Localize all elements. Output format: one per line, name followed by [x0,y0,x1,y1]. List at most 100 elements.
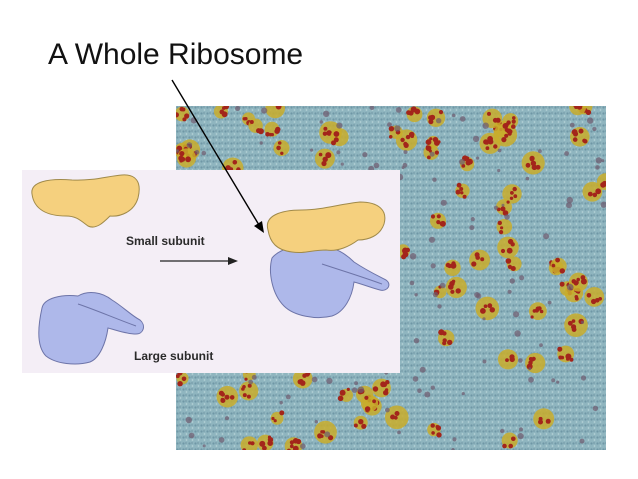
particle-dot [244,377,248,381]
particle-dot [471,261,477,267]
particle-dot [406,110,411,115]
stray-dot [504,214,510,220]
particle-dot [337,395,344,402]
particle-dot [507,264,512,269]
particle-dot [276,145,281,151]
particle-dot [574,280,579,285]
particle-dot [273,419,277,423]
stray-dot [336,122,343,129]
assembled-large-stalk [321,263,383,285]
particle-dot [528,357,533,361]
particle-dot [425,139,432,145]
particle-dot [242,448,247,450]
particle-dot [388,135,393,139]
particle-dot [505,258,512,264]
particle-dot [501,137,507,143]
stray-dot [351,387,358,394]
particle-dot [492,117,498,123]
particle-dot [572,106,577,107]
particle-dot [271,416,275,421]
stray-dot [202,444,206,448]
particle-dot [509,354,515,360]
particle-dot [325,152,332,159]
stray-dot [517,433,524,440]
stray-dot [336,150,341,155]
particle-dot [394,411,400,416]
particle-dot [425,145,429,149]
particle-dot [333,137,339,143]
stray-dot [311,376,318,383]
particle-dot [429,137,433,141]
stray-dot [500,428,505,434]
particle-dot [500,206,506,212]
particle-dot [256,128,262,134]
particle-dot [333,131,340,137]
small-subunit-label: Small subunit [126,234,205,248]
stray-dot [452,437,457,442]
particle-dot [436,432,442,438]
particle-dot [512,186,517,192]
stray-dot [514,330,521,337]
stray-dot [569,122,575,128]
stray-dot [314,420,318,424]
large-subunit-label: Large subunit [134,349,214,363]
stray-dot [319,120,323,124]
stray-dot [566,196,573,204]
particle-dot [220,392,225,397]
particle-dot [509,196,514,200]
stray-dot [528,376,534,383]
particle-dot [500,226,504,230]
stray-dot [436,118,442,124]
particle-dot [580,278,587,285]
stray-dot [300,443,306,450]
stray-dot [482,359,487,364]
particle-dot [322,156,328,162]
particle-dot [292,445,299,450]
particle-dot [259,440,266,447]
particle-dot [185,156,191,163]
particle-dot [380,381,386,388]
stray-dot [566,283,574,291]
particle-dot [427,155,431,160]
particle-dot [440,220,446,227]
particle-dot [403,142,409,148]
particle-dot [535,306,541,312]
particle-dot [436,220,441,225]
stray-dot [401,166,405,170]
particle-dot [505,122,510,127]
particle-dot [177,381,183,387]
stray-dot [201,150,207,156]
stray-dot [509,278,515,284]
particle-dot [507,248,512,253]
particle-dot [504,133,509,138]
particle-dot [535,164,541,170]
particle-dot [364,406,371,412]
particle-dot [447,339,453,346]
stray-dot [497,148,502,153]
stray-dot [412,376,419,382]
particle-dot [388,126,395,132]
particle-dot [385,380,390,385]
stray-dot [595,165,600,170]
particle-dot [322,131,328,136]
particle-dot [346,387,350,391]
particle-dot [270,133,274,137]
stray-dot [340,162,344,166]
stray-dot [556,380,560,384]
large-subunit-stalk [77,303,137,327]
particle-dot [569,357,574,362]
stray-dot [472,135,480,143]
stray-dot [547,300,552,305]
stray-dot [224,416,230,421]
stray-dot [373,162,380,169]
particle-dot [220,398,226,403]
stray-dot [285,394,291,400]
particle-dot [438,329,445,336]
particle-dot [557,346,563,352]
stray-dot [525,176,530,181]
particle-dot [401,254,407,260]
particle-dot [595,188,602,195]
particle-dot [219,109,225,115]
particle-dot [578,128,584,134]
particle-dot [321,160,327,167]
